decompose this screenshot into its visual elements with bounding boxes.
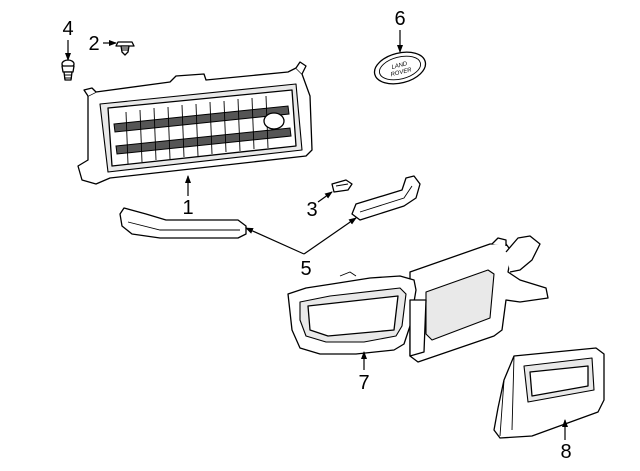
callout-1: 1 (182, 197, 193, 219)
clip-part (331, 179, 353, 193)
leader-lines (65, 30, 568, 440)
lamp-bezel-part (493, 347, 605, 439)
emblem-text-line1: LAND (391, 61, 409, 71)
grille-part (77, 61, 313, 185)
callout-8: 8 (560, 441, 571, 463)
callout-2: 2 (88, 33, 99, 55)
callout-7: 7 (358, 372, 369, 394)
screw-part (115, 41, 135, 56)
trim-moulding-left (119, 207, 247, 239)
callout-labels: 1 2 3 4 5 6 7 8 (62, 8, 571, 463)
headlamp-surround-part (287, 235, 549, 363)
leader-3 (317, 191, 333, 203)
callout-5: 5 (300, 258, 311, 280)
leader-5a (245, 227, 305, 255)
emblem-text-line2: ROVER (390, 67, 413, 78)
leader-5b (303, 217, 357, 255)
callout-3: 3 (306, 199, 317, 221)
trim-moulding-right (351, 175, 421, 221)
emblem-part: LAND ROVER (373, 51, 427, 85)
bolt-part (61, 59, 75, 81)
callout-4: 4 (62, 18, 73, 40)
callout-6: 6 (394, 8, 405, 30)
